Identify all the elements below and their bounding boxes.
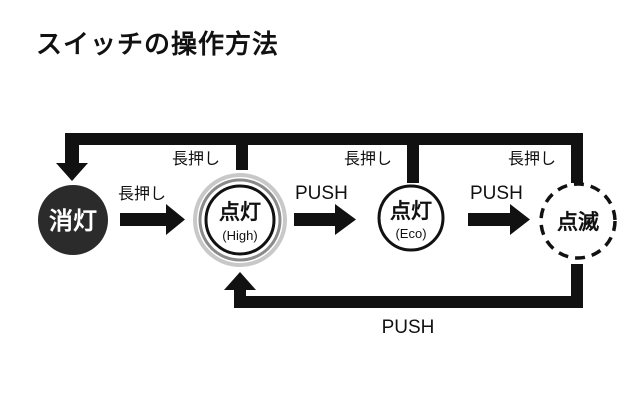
top-bar [65, 133, 583, 145]
off-circle [38, 185, 108, 255]
blink-circle-dashed [539, 182, 617, 260]
blink-label: 点滅 [557, 210, 599, 234]
edge-label-eco-to-blink: PUSH [470, 183, 523, 204]
push-return-path [224, 264, 583, 308]
long-press-label-eco: 長押し [344, 149, 392, 168]
arrow-right-icon [294, 204, 356, 235]
arrow-right-icon [468, 204, 530, 235]
arrow-down-icon [56, 163, 88, 181]
edge-label-high-to-eco: PUSH [295, 183, 348, 204]
bottom-bar [234, 296, 583, 308]
node-eco: 点灯 (Eco) [377, 184, 445, 252]
long-press-return-path [56, 133, 583, 183]
arrow-right-icon [120, 204, 185, 235]
eco-sub-label: (Eco) [395, 226, 426, 241]
edge-label-off-to-high: 長押し [118, 184, 166, 203]
drop-from-high [236, 133, 248, 170]
eco-label: 点灯 [390, 199, 432, 223]
node-high: 点灯 (High) [193, 173, 287, 267]
edge-label-blink-to-high: PUSH [382, 317, 435, 338]
left-drop-shaft [65, 133, 79, 165]
high-label: 点灯 [219, 200, 261, 224]
drop-from-eco [407, 133, 419, 183]
node-off: 消灯 [38, 185, 108, 255]
up-shaft [234, 286, 246, 308]
off-label: 消灯 [49, 207, 97, 235]
long-press-label-high: 長押し [172, 149, 220, 168]
high-sub-label: (High) [222, 228, 257, 243]
eco-circle [377, 184, 445, 252]
page-title: スイッチの操作方法 [36, 30, 280, 60]
node-blink: 点滅 [539, 182, 617, 260]
arrow-up-icon [224, 272, 256, 290]
high-circle [204, 184, 276, 256]
drop-from-blink [571, 133, 583, 183]
long-press-label-blink: 長押し [508, 149, 556, 168]
